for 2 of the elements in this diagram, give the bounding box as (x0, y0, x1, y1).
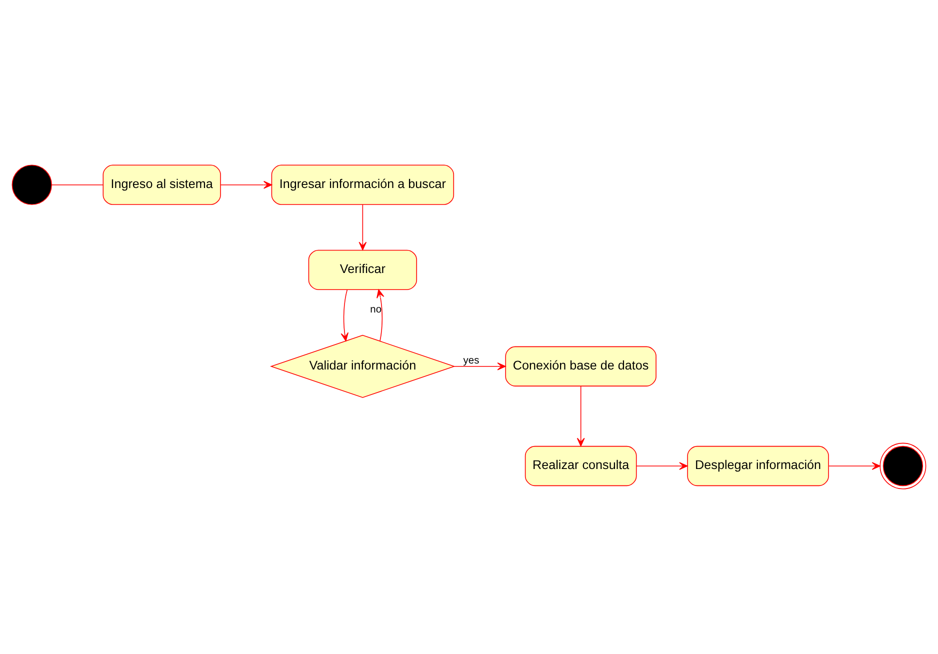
edge-label: no (370, 304, 382, 316)
edge-label: yes (463, 356, 480, 367)
